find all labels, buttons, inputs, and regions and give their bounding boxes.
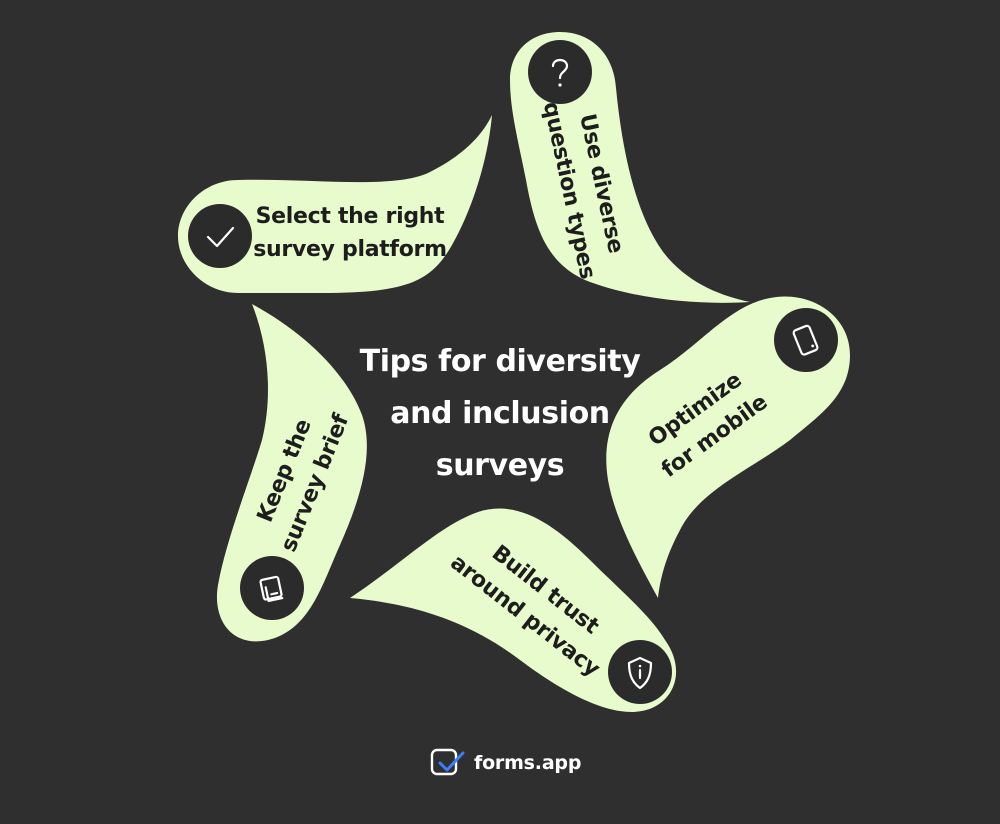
diagram-title: Tips for diversity and inclusion surveys [330, 336, 670, 492]
question-mark-icon [528, 40, 592, 104]
mobile-phone-icon [774, 308, 838, 372]
petal-select-platform [178, 115, 492, 293]
title-line: surveys [435, 448, 565, 483]
tip-line: survey platform [253, 237, 447, 262]
petal-build-trust [350, 508, 677, 712]
tip-label-select-platform: Select the right survey platform [250, 200, 450, 266]
petal-optimize-mobile [606, 296, 850, 598]
tip-line: Select the right [255, 204, 445, 229]
title-line: and inclusion [390, 396, 610, 431]
shield-icon [608, 640, 672, 704]
title-line: Tips for diversity [359, 344, 641, 379]
forms-app-logo-icon [430, 748, 465, 776]
document-icon [240, 556, 304, 620]
brand: forms.app [430, 745, 581, 781]
petal-keep-brief [216, 304, 367, 642]
brand-name: forms.app [474, 752, 582, 774]
checkmark-icon [188, 204, 252, 268]
